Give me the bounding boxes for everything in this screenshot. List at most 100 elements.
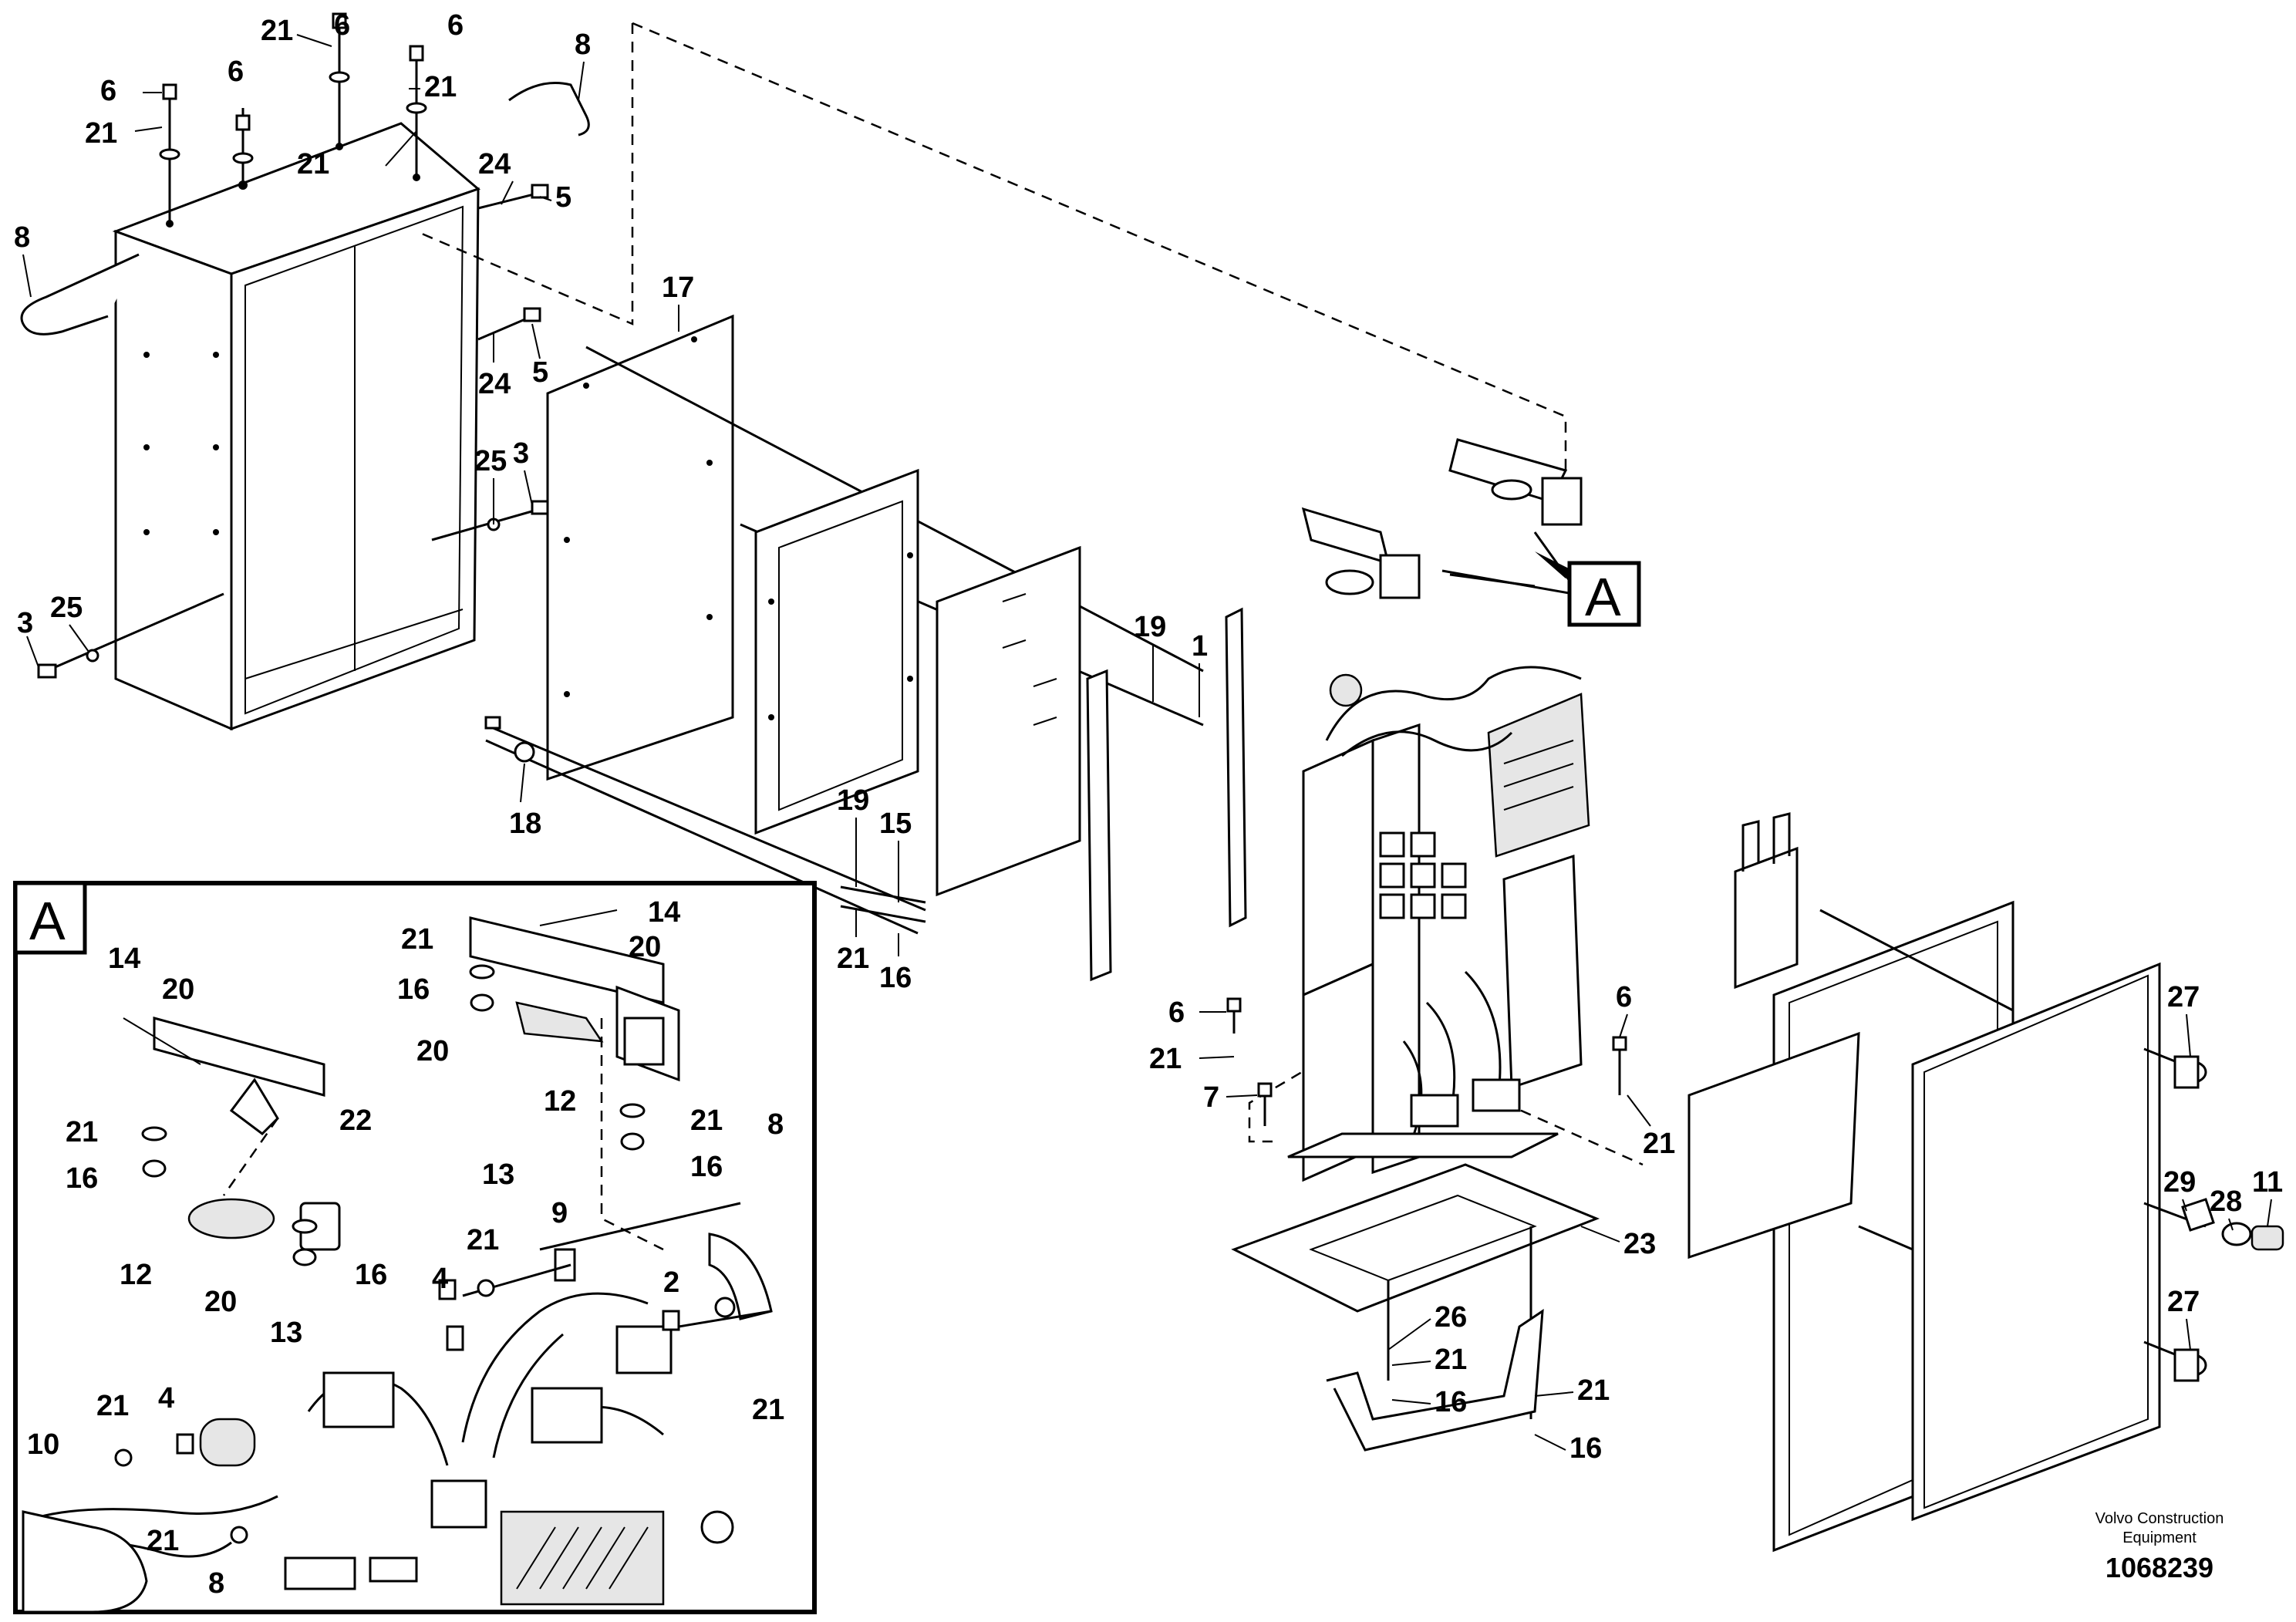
- callout-1: 1: [1192, 630, 1208, 663]
- callout-17: 17: [662, 271, 694, 304]
- callout-21-h: 21: [1435, 1344, 1467, 1376]
- u-bracket: [1326, 1309, 1544, 1452]
- detail-a-box-label: A: [29, 891, 66, 951]
- callout-3-b: 3: [17, 607, 33, 639]
- callout-labels-main: 21 6 6 21 8 6 21 6 21 24 5 8 24 5 17 25 …: [14, 9, 2283, 1465]
- detail-callout-21-e: 21: [752, 1394, 784, 1426]
- detail-a-marker-label: A: [1585, 567, 1621, 627]
- callout-21-g: 21: [1643, 1128, 1675, 1160]
- callout-24-b: 24: [478, 368, 511, 400]
- callout-6-b: 6: [228, 56, 244, 88]
- mounting-strips: [840, 607, 1247, 982]
- detail-callout-8-a: 8: [767, 1108, 784, 1141]
- callout-25-a: 25: [474, 445, 507, 477]
- detail-callout-21-b: 21: [401, 923, 433, 956]
- detail-callout-13-a: 13: [482, 1158, 514, 1191]
- callout-6-c: 6: [100, 75, 116, 107]
- callout-5-b: 5: [532, 356, 548, 389]
- handle-left: [20, 253, 140, 336]
- drawing-number: 1068239: [2106, 1552, 2213, 1583]
- detail-callout-9: 9: [551, 1197, 568, 1229]
- detail-callout-21-g: 21: [147, 1525, 179, 1557]
- inner-panel: [1687, 1031, 1860, 1259]
- detail-callout-14-a: 14: [108, 943, 140, 975]
- hinge-bracket: [1734, 812, 1799, 990]
- callout-3-a: 3: [513, 437, 529, 470]
- detail-callout-16-c: 16: [690, 1151, 723, 1183]
- callout-16-a: 16: [879, 962, 912, 994]
- callout-16-c: 16: [1569, 1432, 1602, 1465]
- door-panel: [1911, 962, 2161, 1522]
- callout-24-a: 24: [478, 148, 511, 180]
- detail-callout-21-c: 21: [690, 1104, 723, 1137]
- detail-callout-20-c: 20: [629, 931, 661, 963]
- callout-8-left: 8: [14, 221, 30, 254]
- brand-line-1: Volvo Construction: [2095, 1510, 2224, 1527]
- detail-callout-13-b: 13: [270, 1317, 302, 1349]
- callout-21-f: 21: [1149, 1043, 1182, 1075]
- callout-25-b: 25: [50, 592, 83, 624]
- detail-callout-12-a: 12: [544, 1085, 576, 1118]
- callout-21-b: 21: [424, 71, 457, 103]
- callout-21-d: 21: [297, 148, 329, 180]
- detail-callout-16-b: 16: [397, 973, 430, 1006]
- detail-callout-2: 2: [663, 1266, 679, 1299]
- detail-callout-8-b: 8: [208, 1567, 224, 1600]
- callout-26: 26: [1435, 1301, 1467, 1334]
- detail-callout-20-d: 20: [204, 1286, 237, 1318]
- callout-18: 18: [509, 808, 541, 840]
- detail-callout-16-a: 16: [66, 1162, 98, 1195]
- callout-21-c: 21: [85, 117, 117, 150]
- bracket-assembly-a: [1301, 438, 1583, 599]
- detail-callout-22: 22: [339, 1104, 372, 1137]
- detail-callout-10: 10: [27, 1428, 59, 1461]
- detail-callout-21-d: 21: [467, 1224, 499, 1256]
- callout-21-e: 21: [837, 943, 869, 975]
- enclosure-housing: [112, 122, 480, 731]
- detail-callout-21-a: 21: [66, 1116, 98, 1148]
- gasket-plate: [484, 314, 1204, 935]
- lock-cylinder-top: [2173, 1055, 2207, 1089]
- callout-29: 29: [2163, 1166, 2196, 1199]
- callout-21-a: 21: [261, 15, 293, 47]
- callout-19-a: 19: [1134, 611, 1166, 643]
- side-fasteners: [37, 184, 549, 679]
- bottom-frame-plate: [1231, 1163, 1600, 1419]
- cover-plate: [936, 545, 1081, 897]
- handle-lock-assembly: [2181, 1198, 2284, 1251]
- detail-callout-14-b: 14: [648, 896, 680, 929]
- detail-callout-21-f: 21: [96, 1390, 129, 1422]
- relay-bank: [1379, 831, 1467, 919]
- callout-27-a: 27: [2167, 981, 2200, 1013]
- callout-labels-detail: 14 20 21 16 20 12 13 21 16 14 20 21 16 2…: [27, 896, 784, 1600]
- leader-lines: [22, 34, 2272, 1451]
- callout-6-e: 6: [1168, 996, 1185, 1029]
- detail-callout-4-a: 4: [432, 1263, 448, 1295]
- brand-line-2: Equipment: [2122, 1529, 2197, 1546]
- callout-27-b: 27: [2167, 1286, 2200, 1318]
- detail-a-box: [13, 881, 817, 1614]
- top-fasteners: [159, 12, 427, 224]
- detail-callout-12-b: 12: [120, 1259, 152, 1291]
- callout-16-b: 16: [1435, 1386, 1467, 1418]
- detail-a-indicator: [1441, 531, 1641, 627]
- cabinet-fasteners: [1226, 997, 1627, 1126]
- frame-gasket: [754, 468, 919, 835]
- callout-6-d: 6: [447, 9, 464, 42]
- callout-8-top: 8: [575, 29, 591, 61]
- electrical-cabinet-assembly: [1287, 666, 1590, 1182]
- callout-21-i: 21: [1577, 1374, 1610, 1407]
- callout-19-b: 19: [837, 784, 869, 817]
- handle-top: [508, 82, 590, 137]
- callout-11: 11: [2252, 1166, 2283, 1199]
- callout-15: 15: [879, 808, 912, 840]
- callout-6-a: 6: [334, 9, 350, 42]
- callout-23: 23: [1623, 1228, 1656, 1260]
- lock-cylinder-bottom: [2173, 1348, 2207, 1382]
- detail-callout-20-b: 20: [416, 1035, 449, 1067]
- callout-28: 28: [2210, 1185, 2242, 1218]
- callout-5-a: 5: [555, 181, 571, 214]
- detail-callout-20-a: 20: [162, 973, 194, 1006]
- detail-callout-16-d: 16: [355, 1259, 387, 1291]
